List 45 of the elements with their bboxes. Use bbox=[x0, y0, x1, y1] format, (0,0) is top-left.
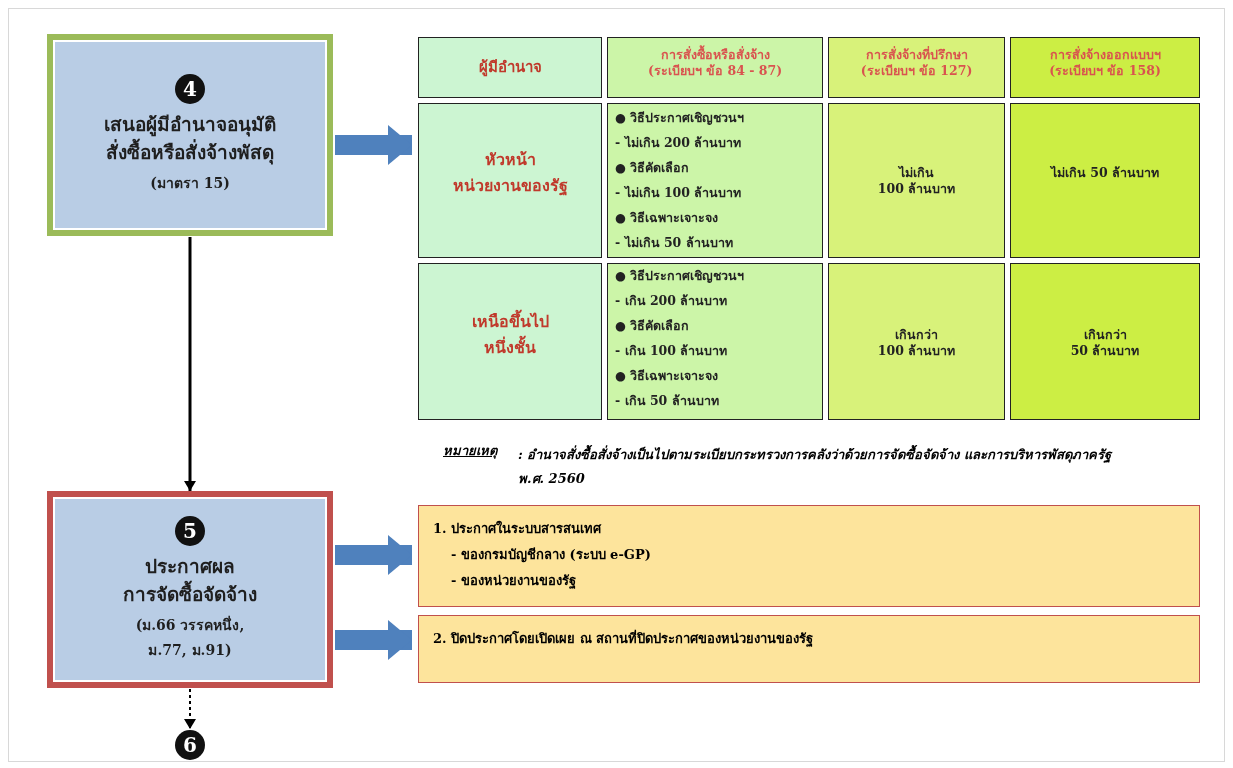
note-text: : อำนาจสั่งซื้อสั่งจ้างเป็นไปตามระเบียบกระทรวงการคลังว่าด้วยการจัดซื้อจัดจ้าง และการบริหารพัสดุภาครัฐ พ.ศ. 2560 bbox=[518, 444, 1114, 489]
cell-text: ไม่เกิน 100 ล้านบาท bbox=[876, 165, 957, 198]
row-header: เหนือขึ้นไป หนึ่งชั้น bbox=[450, 309, 570, 361]
cell-text: เกินกว่า 50 ล้านบาท bbox=[1069, 327, 1141, 360]
block-arrow bbox=[335, 620, 412, 660]
cell-text: - เกิน 50 ล้านบาท bbox=[615, 393, 720, 410]
info-box bbox=[418, 505, 1200, 607]
cell-text: - เกิน 200 ล้านบาท bbox=[615, 293, 729, 310]
row-header: หัวหน้า หน่วยงานของรัฐ bbox=[451, 149, 569, 198]
step-number: 5 bbox=[175, 515, 205, 546]
cell-text: ไม่เกิน 50 ล้านบาท bbox=[1050, 165, 1160, 182]
cell-text: เกินกว่า 100 ล้านบาท bbox=[876, 327, 957, 360]
cell-text: ● วิธีประกาศเชิญชวนฯ bbox=[615, 268, 746, 285]
law-reference: (ม.66 วรรคหนึ่ง, ม.77, ม.91) bbox=[134, 614, 246, 660]
cell-text: ● วิธีประกาศเชิญชวนฯ bbox=[615, 110, 746, 127]
arrow bbox=[184, 237, 196, 491]
block-arrow bbox=[335, 535, 412, 575]
column-header: การสั่งซื้อหรือสั่งจ้าง (ระเบียบฯ ข้อ 84 - 87) bbox=[646, 47, 784, 80]
cell-text: ● วิธีคัดเลือก bbox=[615, 318, 691, 335]
arrow bbox=[184, 688, 196, 730]
cell-text: - ไม่เกิน 100 ล้านบาท bbox=[615, 185, 743, 202]
info-text: 2. ปิดประกาศโดยเปิดเผย ณ สถานที่ปิดประกาศของหน่วยงานของรัฐ bbox=[433, 628, 815, 649]
step-title: ประกาศผล การจัดซื้อจัดจ้าง bbox=[122, 553, 258, 608]
cell-text: - ไม่เกิน 200 ล้านบาท bbox=[615, 135, 743, 152]
info-text: 1. ประกาศในระบบสารสนเทศ bbox=[433, 519, 603, 538]
cell-text: - เกิน 100 ล้านบาท bbox=[615, 343, 729, 360]
column-header: การสั่งจ้างออกแบบฯ (ระเบียบฯ ข้อ 158) bbox=[1048, 47, 1162, 80]
info-text: - ของกรมบัญชีกลาง (ระบบ e-GP) bbox=[450, 546, 652, 565]
cell-text: ● วิธีเฉพาะเจาะจง bbox=[615, 210, 720, 227]
cell-text: ● วิธีเฉพาะเจาะจง bbox=[615, 368, 720, 385]
column-header: ผู้มีอำนาจ bbox=[477, 57, 543, 79]
cell-text: ● วิธีคัดเลือก bbox=[615, 160, 691, 177]
note-heading: หมายเหตุ bbox=[443, 443, 497, 460]
process-box bbox=[48, 492, 332, 687]
law-reference: (มาตรา 15) bbox=[150, 173, 230, 193]
step-number: 4 bbox=[175, 73, 205, 104]
block-arrow bbox=[335, 125, 412, 165]
info-box bbox=[418, 615, 1200, 683]
column-header: การสั่งจ้างที่ปรึกษา (ระเบียบฯ ข้อ 127) bbox=[859, 47, 974, 80]
info-text: - ของหน่วยงานของรัฐ bbox=[450, 572, 577, 591]
authority-table bbox=[418, 37, 1200, 420]
step-title: เสนอผู้มีอำนาจอนุมัติ สั่งซื้อหรือสั่งจ้างพัสดุ bbox=[103, 111, 277, 167]
step-number: 6 bbox=[175, 730, 205, 760]
process-box bbox=[48, 35, 332, 235]
cell-text: - ไม่เกิน 50 ล้านบาท bbox=[615, 235, 734, 252]
